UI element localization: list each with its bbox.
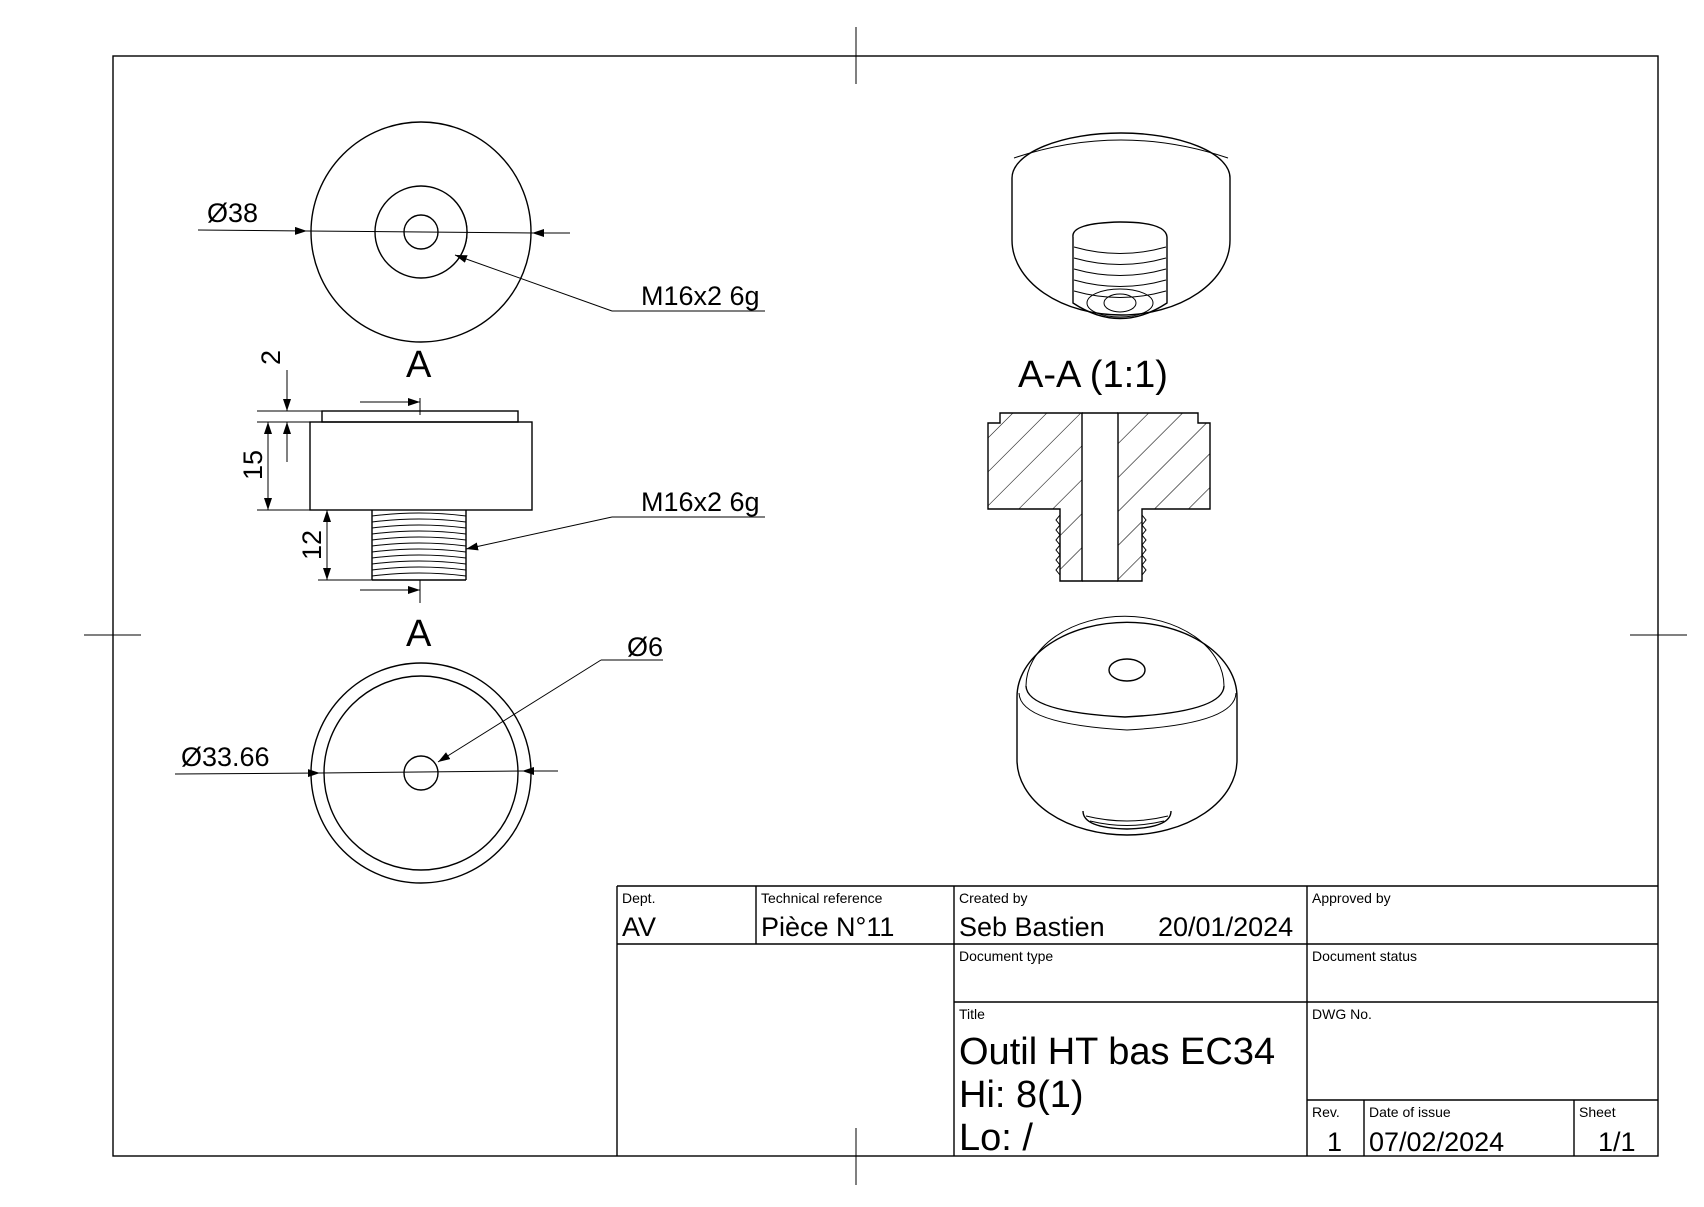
dim-side-thread: M16x2 6g (641, 487, 760, 517)
dim-top-diameter: Ø38 (207, 198, 258, 228)
created-value: Seb Bastien (959, 912, 1105, 942)
sheet-caption: Sheet (1579, 1104, 1616, 1120)
approved-caption: Approved by (1312, 890, 1391, 906)
title-line-3: Lo: / (959, 1117, 1033, 1159)
section-mark-lower: A (406, 613, 432, 655)
section-view-label: A-A (1:1) (1018, 354, 1168, 396)
techref-caption: Technical reference (761, 890, 883, 906)
title-caption: Title (959, 1006, 985, 1022)
dim-bottom-diameter: Ø33.66 (181, 742, 270, 772)
rev-value: 1 (1327, 1127, 1342, 1157)
techref-value: Pièce N°11 (761, 912, 894, 942)
docstatus-caption: Document status (1312, 948, 1417, 964)
iso-view-top (1011, 132, 1231, 320)
doctype-caption: Document type (959, 948, 1053, 964)
bottom-view: Ø33.66 Ø6 (174, 632, 663, 884)
dim-thread-length: 12 (297, 530, 327, 560)
dept-value: AV (622, 912, 656, 942)
created-caption: Created by (959, 890, 1027, 906)
section-view: A-A (1:1) (987, 354, 1211, 582)
dwgno-caption: DWG No. (1312, 1006, 1372, 1022)
drawing-border (84, 27, 1687, 1185)
sheet-value: 1/1 (1598, 1127, 1636, 1157)
side-view: A A 2 15 12 M16x2 6g (238, 344, 765, 655)
issue-caption: Date of issue (1369, 1104, 1451, 1120)
dim-top-thread: M16x2 6g (641, 281, 760, 311)
title-line-2: Hi: 8(1) (959, 1074, 1084, 1116)
rev-caption: Rev. (1312, 1104, 1340, 1120)
title-line-1: Outil HT bas EC34 (959, 1031, 1275, 1073)
dim-hole-diameter: Ø6 (627, 632, 663, 662)
created-date: 20/01/2024 (1158, 912, 1293, 942)
issue-value: 07/02/2024 (1369, 1127, 1504, 1157)
dim-body-height: 15 (238, 450, 268, 480)
dim-step-height: 2 (256, 350, 286, 365)
section-mark-upper: A (406, 344, 432, 386)
thread-profile (371, 510, 467, 581)
iso-view-bottom (1016, 615, 1238, 836)
top-view: Ø38 M16x2 6g (197, 121, 765, 343)
dept-caption: Dept. (622, 890, 655, 906)
title-block: Dept. AV Technical reference Pièce N°11 … (616, 885, 1658, 1159)
